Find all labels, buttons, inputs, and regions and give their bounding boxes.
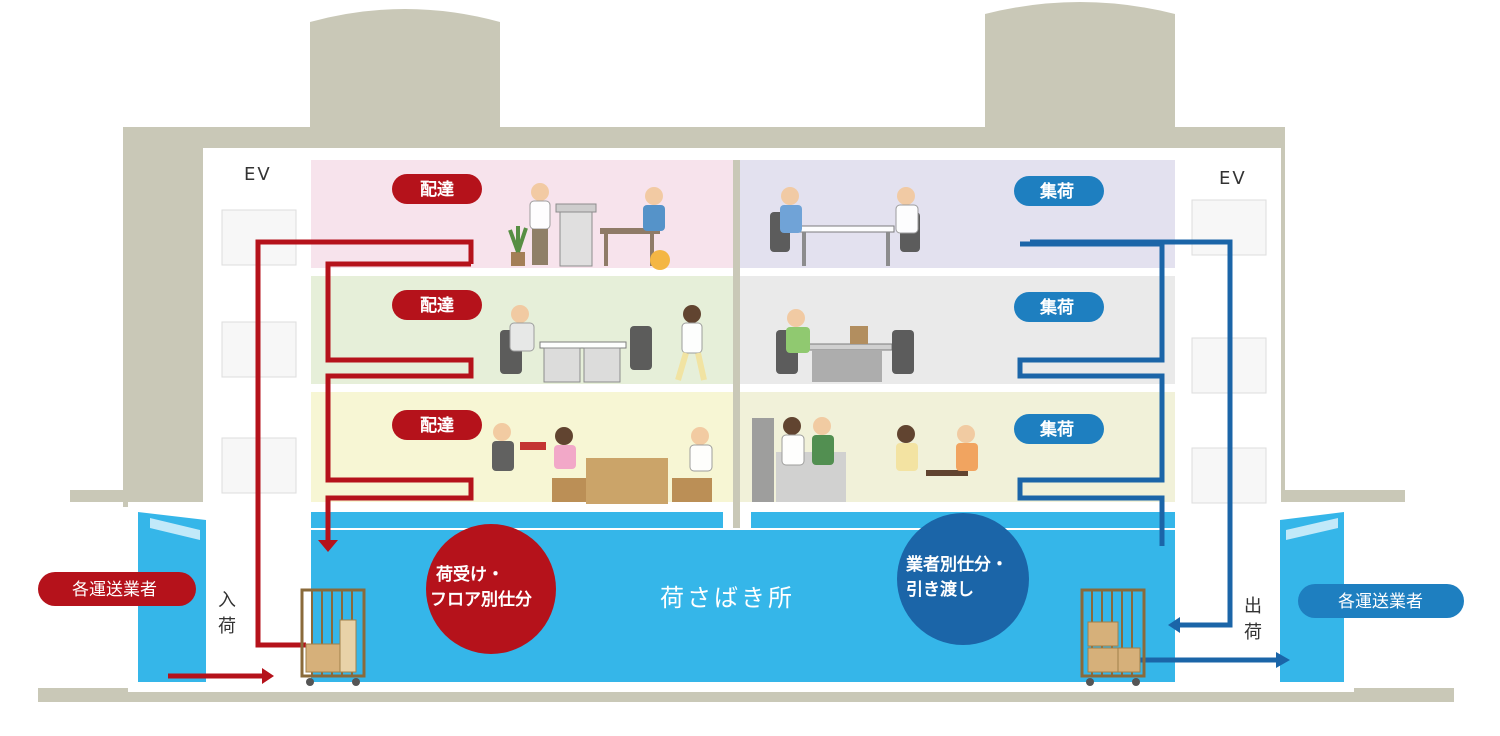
pickup-badge	[1014, 292, 1104, 322]
arrowhead	[1168, 617, 1180, 633]
carrier-pill-left: 各運送業者	[38, 572, 196, 606]
delivery-arrowheads	[262, 540, 338, 684]
copier-illustration	[555, 203, 597, 267]
delivery-flow-arrows	[168, 239, 474, 679]
floor-3-left-room	[311, 160, 733, 268]
cafe-illustration	[752, 417, 978, 502]
arrowhead	[262, 668, 274, 684]
outbound-char-1: 出	[1244, 596, 1262, 617]
roll-cage-left	[300, 588, 366, 686]
carrier-label-left: 各運送業者	[72, 580, 157, 600]
desk-illustration	[600, 228, 660, 266]
inbound-char-1: 入	[218, 590, 236, 611]
outbound-char-2: 荷	[1244, 622, 1262, 643]
receiving-circle-line-1: 荷受け・	[436, 564, 504, 585]
outbound-vertical-label: 出 荷	[1244, 596, 1262, 643]
floor-slab	[311, 384, 1175, 392]
ev-label-right: EV	[1219, 168, 1247, 189]
delivery-badge	[392, 174, 482, 204]
floor-rooms	[311, 160, 1175, 528]
plant-illustration	[508, 226, 528, 266]
loading-strip-left	[311, 512, 723, 528]
floor-3-right-room	[740, 160, 1175, 268]
pickup-badge	[1014, 414, 1104, 444]
person-illustration	[643, 187, 670, 270]
delivery-badge-label: 配達	[420, 416, 454, 436]
carrier-pill-right: 各運送業者	[1298, 584, 1464, 618]
roll-cage-right	[1080, 588, 1146, 686]
entrance-right-shade	[1286, 518, 1338, 540]
dispatch-circle: 業者別仕分・ 引き渡し	[897, 513, 1029, 645]
pickup-badge-label: 集荷	[1039, 419, 1074, 440]
rooftop-tank-right	[985, 2, 1175, 130]
loading-area-label: 荷さばき所	[660, 584, 795, 612]
office-illustrations	[492, 183, 978, 504]
delivery-badge-label: 配達	[420, 180, 454, 200]
delivery-badge	[392, 290, 482, 320]
restaurant-illustration	[492, 423, 713, 504]
pickup-flow-arrows	[1017, 239, 1278, 663]
pickup-badge-label: 集荷	[1039, 181, 1074, 202]
ledge-right	[1285, 490, 1405, 502]
dispatch-circle-line-1: 業者別仕分・	[906, 554, 1008, 575]
delivery-badges: 配達 配達 配達	[392, 174, 482, 440]
inbound-char-2: 荷	[218, 616, 236, 637]
pickup-elevator-line	[1030, 239, 1233, 628]
arrowhead	[318, 540, 338, 552]
delivery-badge	[392, 410, 482, 440]
rooftop-tank-left	[310, 9, 500, 130]
receiving-circle-line-2: フロア別仕分	[430, 589, 532, 610]
ev-label-left: EV	[244, 164, 272, 185]
inbound-vertical-label: 入 荷	[218, 590, 236, 637]
pickup-floor-snake	[1017, 241, 1165, 546]
delivery-badge-label: 配達	[420, 296, 454, 316]
delivery-elevator-line	[255, 239, 474, 648]
arrowhead	[1276, 652, 1290, 668]
entrance-left-shade	[150, 518, 200, 540]
center-wall	[733, 160, 740, 528]
delivery-floor-snake	[325, 261, 474, 540]
pickup-badge-label: 集荷	[1039, 297, 1074, 318]
pickup-badge	[1014, 176, 1104, 206]
dispatch-circle-line-2: 引き渡し	[906, 579, 974, 600]
person-illustration	[529, 183, 551, 265]
pickup-badges: 集荷 集荷 集荷	[1014, 176, 1104, 444]
pickup-arrowheads	[1168, 617, 1290, 668]
office-desks-illustration	[500, 305, 707, 383]
receiving-circle: 荷受け・ フロア別仕分	[426, 524, 556, 654]
carrier-label-right: 各運送業者	[1338, 592, 1423, 612]
office-desks-illustration	[770, 187, 920, 266]
floor-slab	[311, 268, 1175, 276]
ledge-left	[70, 490, 130, 502]
office-desks-illustration	[776, 309, 914, 382]
